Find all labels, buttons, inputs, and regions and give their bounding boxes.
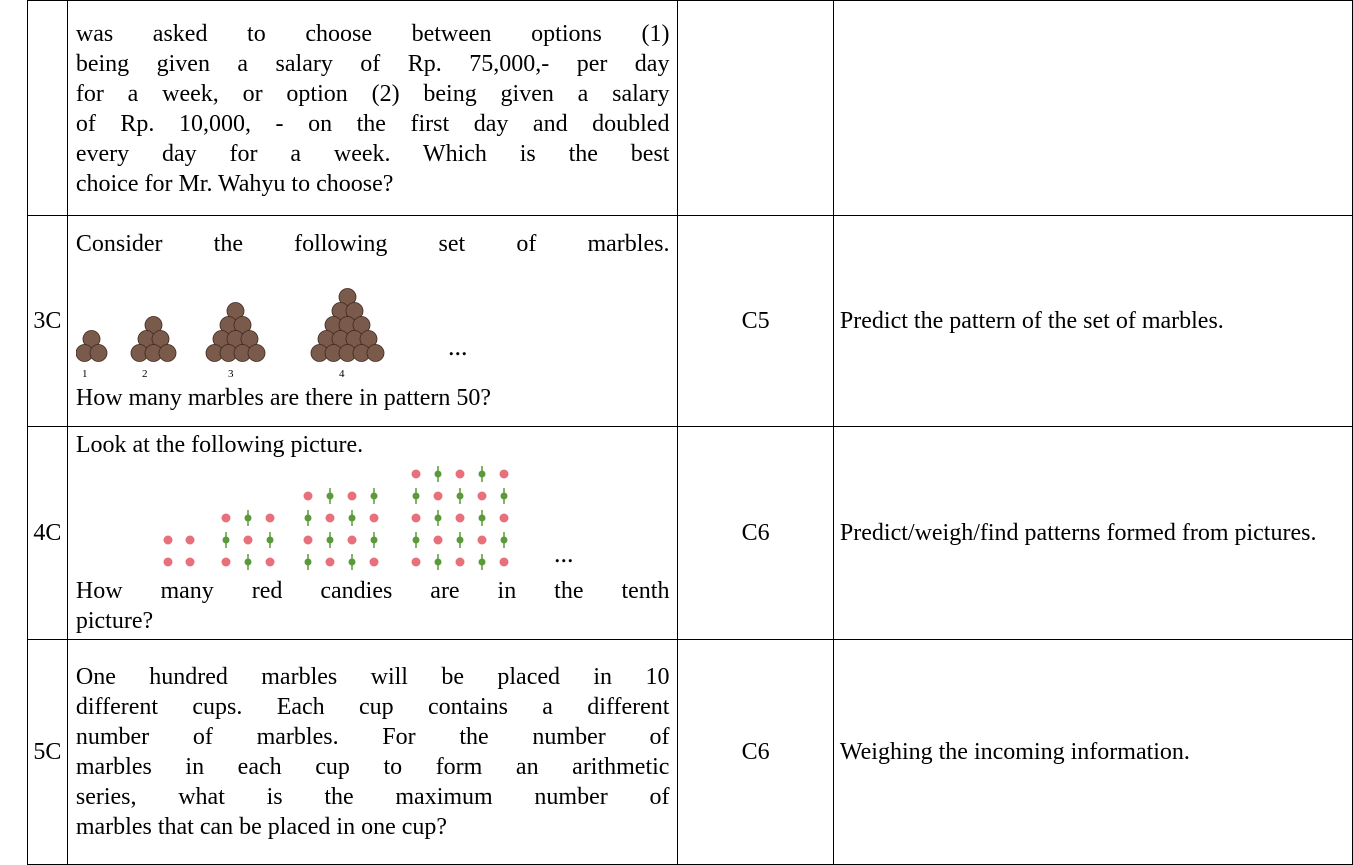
question-line: picture? [75, 608, 154, 634]
question-line: every day for a week. Which is the best [75, 141, 670, 167]
description-cell: Weighing the incoming information. [832, 639, 1353, 865]
figure-label: 1 [82, 368, 88, 380]
marble [82, 330, 101, 348]
figure-label: 2 [142, 368, 148, 380]
table-row: 5C One hundred marbles will be placed in… [27, 639, 1353, 865]
marble [352, 316, 371, 334]
question-line: number of marbles. For the number of [75, 724, 670, 750]
marble [144, 316, 163, 334]
marble [240, 330, 259, 348]
red-candy [455, 513, 465, 523]
question-line: choice for Mr. Wahyu to choose? [75, 171, 394, 197]
question-line: was asked to choose between options (1) [75, 21, 670, 47]
red-candy [455, 469, 465, 479]
marble [89, 344, 108, 362]
assessment-table: was asked to choose between options (1) … [27, 0, 1353, 865]
candy-grids [163, 466, 509, 570]
red-candy [411, 513, 421, 523]
row-number: 3C [27, 215, 68, 427]
question-cell: Consider the following set of marbles. 1… [66, 215, 679, 427]
red-candy [499, 557, 509, 567]
red-candy [347, 491, 357, 501]
red-candy [411, 469, 421, 479]
question-cell: Look at the following picture. ... How m… [66, 426, 679, 640]
red-candy [499, 469, 509, 479]
table-row: 3C Consider the following set of marbles… [27, 215, 1353, 427]
red-candy [185, 535, 195, 545]
table-row: 4C Look at the following picture. ... Ho… [27, 426, 1353, 640]
indicator-cell: C5 [677, 215, 834, 427]
ellipsis: ... [448, 332, 468, 361]
red-candy [303, 535, 313, 545]
row-number [27, 0, 68, 216]
red-candy [163, 557, 173, 567]
question-line: Look at the following picture. [75, 432, 364, 458]
red-candy [477, 535, 487, 545]
red-candy [369, 513, 379, 523]
red-candy [221, 557, 231, 567]
marble [359, 330, 378, 348]
figure-label: 3 [228, 368, 234, 380]
marble [366, 344, 385, 362]
red-candy [325, 557, 335, 567]
marble [151, 330, 170, 348]
description-cell: Predict the pattern of the set of marble… [832, 215, 1353, 427]
red-candy [433, 491, 443, 501]
marble [226, 302, 245, 320]
question-cell: was asked to choose between options (1) … [66, 0, 679, 216]
question-line: of Rp. 10,000, - on the first day and do… [75, 111, 670, 137]
row-number: 4C [27, 426, 68, 640]
red-candy [369, 557, 379, 567]
red-candy [221, 513, 231, 523]
red-candy [163, 535, 173, 545]
question-line: for a week, or option (2) being given a … [75, 81, 670, 107]
red-candy [303, 491, 313, 501]
question-line: marbles in each cup to form an arithmeti… [75, 754, 670, 780]
red-candy [325, 513, 335, 523]
question-line: How many red candies are in the tenth [75, 578, 670, 604]
marble [247, 344, 266, 362]
red-candy [477, 491, 487, 501]
indicator-cell [677, 0, 834, 216]
marble-triangles [75, 288, 385, 362]
red-candy [411, 557, 421, 567]
question-line: series, what is the maximum number of [75, 784, 670, 810]
red-candy [243, 535, 253, 545]
question-line: being given a salary of Rp. 75,000,- per… [75, 51, 670, 77]
marble [158, 344, 177, 362]
red-candy [265, 557, 275, 567]
description-cell [832, 0, 1353, 216]
indicator-cell: C6 [677, 426, 834, 640]
question-line: Consider the following set of marbles. [75, 231, 670, 257]
question-line: marbles that can be placed in one cup? [75, 814, 448, 840]
description-cell: Predict/weigh/find patterns formed from … [832, 426, 1353, 640]
figure-label: 4 [339, 368, 345, 380]
red-candy [347, 535, 357, 545]
red-candy [455, 557, 465, 567]
marble [345, 302, 364, 320]
question-line: How many marbles are there in pattern 50… [75, 385, 492, 411]
red-candy [185, 557, 195, 567]
red-candy [265, 513, 275, 523]
candy-pattern-figure: ... [163, 466, 574, 570]
marble-pattern-figure: 1 2 3 4 ... [75, 288, 468, 380]
question-line: different cups. Each cup contains a diff… [75, 694, 670, 720]
ellipsis: ... [554, 539, 574, 568]
question-line: One hundred marbles will be placed in 10 [75, 664, 670, 690]
table-row: was asked to choose between options (1) … [27, 0, 1353, 216]
indicator-cell: C6 [677, 639, 834, 865]
row-number: 5C [27, 639, 68, 865]
question-cell: One hundred marbles will be placed in 10… [66, 639, 679, 865]
marble [233, 316, 252, 334]
marble [338, 288, 357, 306]
red-candy [499, 513, 509, 523]
red-candy [433, 535, 443, 545]
